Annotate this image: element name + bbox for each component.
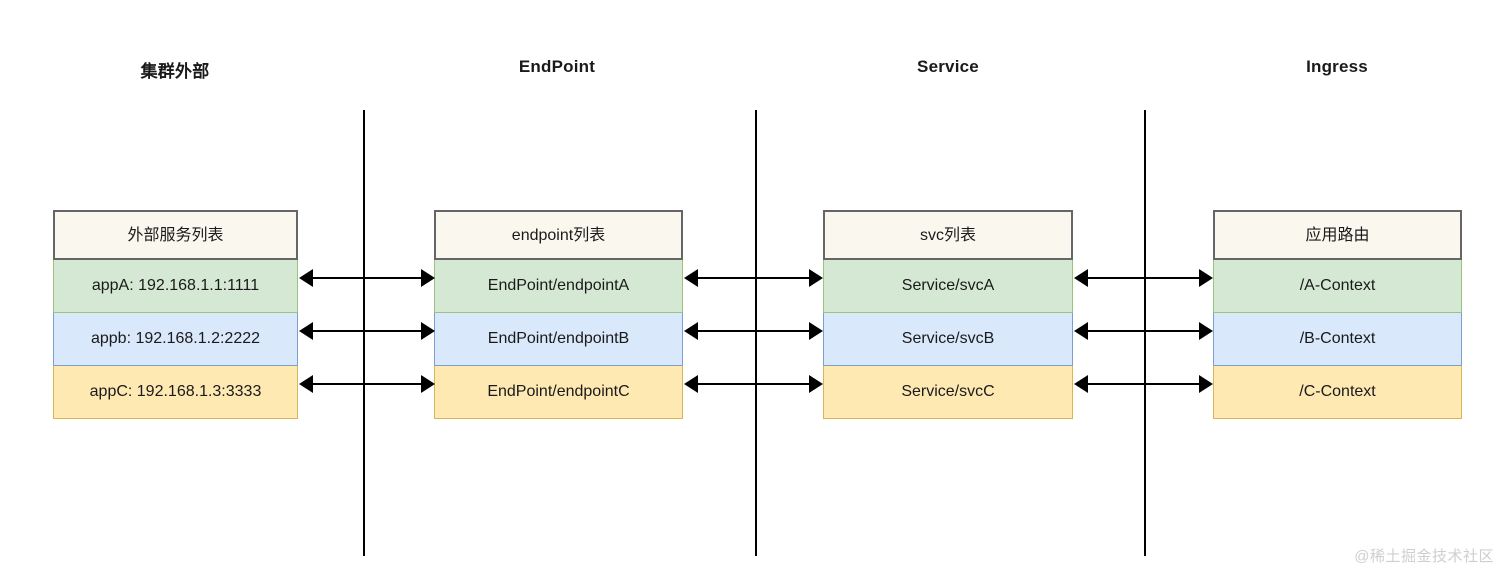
table-row[interactable]: /B-Context — [1213, 313, 1462, 366]
endpoint-list-header: endpoint列表 — [434, 210, 683, 260]
divider-endpoint-service — [755, 110, 757, 556]
column-header-2: EndPoint — [518, 57, 596, 76]
connector-service-to-ingress-b — [1074, 320, 1213, 342]
table-row[interactable]: Service/svcC — [823, 366, 1073, 419]
connector-external-to-endpoint-a — [299, 267, 435, 289]
table-row[interactable]: /A-Context — [1213, 260, 1462, 313]
table-row[interactable]: /C-Context — [1213, 366, 1462, 419]
table-row[interactable]: appb: 192.168.1.2:2222 — [53, 313, 298, 366]
column-header-1: 集群外部 — [140, 62, 210, 81]
table-row[interactable]: EndPoint/endpointB — [434, 313, 683, 366]
table-row[interactable]: EndPoint/endpointA — [434, 260, 683, 313]
application-route-list: 应用路由/A-Context/B-Context/C-Context — [1213, 210, 1462, 419]
connector-external-to-endpoint-c — [299, 373, 435, 395]
divider-service-ingress — [1144, 110, 1146, 556]
connector-endpoint-to-service-a — [684, 267, 823, 289]
table-row[interactable]: Service/svcB — [823, 313, 1073, 366]
divider-external-endpoint — [363, 110, 365, 556]
column-header-3: Service — [917, 57, 979, 76]
watermark: @稀土掘金技术社区 — [1354, 548, 1494, 565]
connector-service-to-ingress-c — [1074, 373, 1213, 395]
table-row[interactable]: Service/svcA — [823, 260, 1073, 313]
connector-endpoint-to-service-c — [684, 373, 823, 395]
connector-service-to-ingress-a — [1074, 267, 1213, 289]
application-route-list-header: 应用路由 — [1213, 210, 1462, 260]
column-header-4: Ingress — [1306, 57, 1368, 76]
svc-list-header: svc列表 — [823, 210, 1073, 260]
connector-external-to-endpoint-b — [299, 320, 435, 342]
connector-endpoint-to-service-b — [684, 320, 823, 342]
table-row[interactable]: EndPoint/endpointC — [434, 366, 683, 419]
external-service-list-header: 外部服务列表 — [53, 210, 298, 260]
table-row[interactable]: appC: 192.168.1.3:3333 — [53, 366, 298, 419]
table-row[interactable]: appA: 192.168.1.1:1111 — [53, 260, 298, 313]
